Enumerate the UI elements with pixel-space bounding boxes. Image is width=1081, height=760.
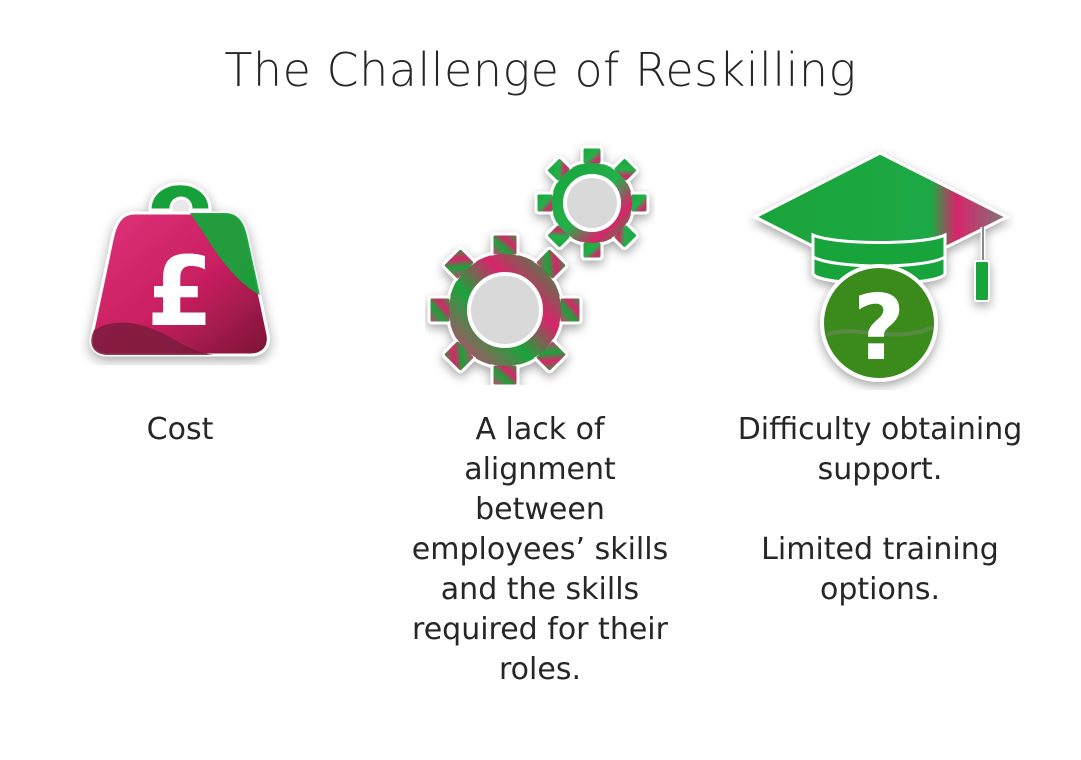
challenge-text: Cost [146, 412, 214, 447]
challenge-label-alignment: A lack of alignment between employees’ s… [395, 410, 685, 690]
challenge-label-support: Difficulty obtaining support. Limited tr… [720, 410, 1040, 610]
challenge-text: Limited training options. [761, 532, 999, 607]
challenge-label-cost: Cost [60, 410, 300, 450]
gears-icon [427, 145, 650, 385]
graduation-cap-question-icon: ? [751, 151, 1011, 382]
pound-weight-icon: £ [89, 182, 270, 357]
challenge-text: A lack of alignment between employees’ s… [411, 412, 669, 687]
svg-text:?: ? [853, 276, 905, 381]
challenge-text: Difficulty obtaining support. [737, 412, 1023, 487]
svg-text:£: £ [147, 236, 214, 348]
page-title: The Challenge of Reskilling [224, 43, 857, 97]
